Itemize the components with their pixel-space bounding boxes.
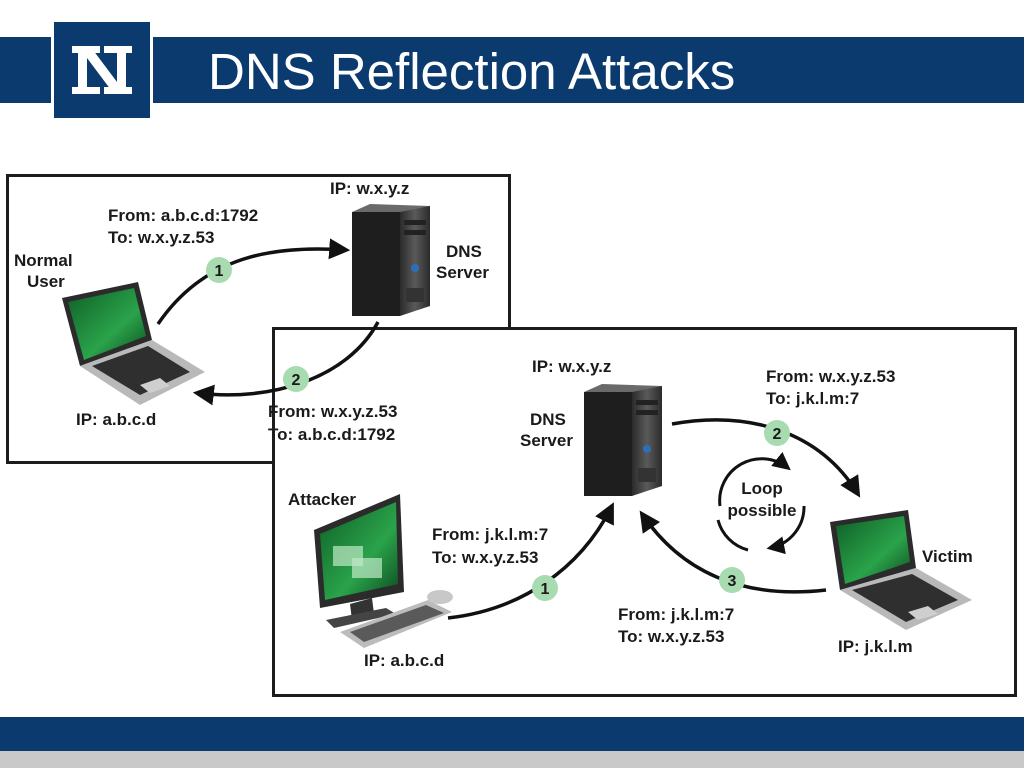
server-ip-label: IP: w.x.y.z [532, 357, 611, 376]
victim-reply-arrow [639, 510, 827, 594]
loop-label: possible [728, 501, 797, 520]
logo-n-icon [72, 46, 132, 94]
server-label: DNS [446, 242, 482, 261]
step-badge: 2 [283, 366, 309, 392]
server-label: Server [520, 431, 573, 450]
dns-server-icon [584, 384, 662, 496]
request-to: To: w.x.y.z.53 [108, 228, 214, 247]
step-number: 1 [541, 581, 550, 598]
victim-reply-to: To: w.x.y.z.53 [618, 627, 724, 646]
step-number: 3 [728, 573, 737, 590]
footer-bar [0, 717, 1024, 751]
title-bar [0, 37, 1024, 103]
server-ip-label: IP: w.x.y.z [330, 179, 409, 198]
step-badge: 3 [719, 567, 745, 593]
attacker-label: Attacker [288, 490, 356, 509]
loop-label: Loop [741, 479, 783, 498]
spoofed-request-from: From: j.k.l.m:7 [432, 525, 548, 544]
desktop-computer-icon [314, 494, 453, 648]
step-badge: 1 [206, 257, 232, 283]
step-number: 2 [292, 372, 301, 389]
response-from: From: w.x.y.z.53 [268, 402, 397, 421]
request-arrow [156, 238, 351, 325]
loop-icon [716, 451, 806, 555]
server-label: Server [436, 263, 489, 282]
page-title: DNS Reflection Attacks [208, 43, 736, 100]
victim-ip-label: IP: j.k.l.m [838, 637, 913, 656]
user-label: Normal [14, 251, 73, 270]
victim-reply-from: From: j.k.l.m:7 [618, 605, 734, 624]
server-label: DNS [530, 410, 566, 429]
footer-strip [0, 751, 1024, 768]
reflected-response-to: To: j.k.l.m:7 [766, 389, 859, 408]
spoofed-request-to: To: w.x.y.z.53 [432, 548, 538, 567]
laptop-icon [62, 282, 205, 405]
attacker-ip-label: IP: a.b.c.d [364, 651, 444, 670]
user-label: User [27, 272, 65, 291]
reflected-response-from: From: w.x.y.z.53 [766, 367, 895, 386]
step-number: 1 [215, 263, 224, 280]
laptop-icon [830, 510, 972, 630]
user-ip-label: IP: a.b.c.d [76, 410, 156, 429]
dns-server-icon [352, 204, 430, 316]
step-number: 2 [773, 426, 782, 443]
step-badge: 2 [764, 420, 790, 446]
request-from: From: a.b.c.d:1792 [108, 206, 258, 225]
victim-label: Victim [922, 547, 973, 566]
step-badge: 1 [532, 575, 558, 601]
response-to: To: a.b.c.d:1792 [268, 425, 395, 444]
university-logo [51, 19, 153, 121]
